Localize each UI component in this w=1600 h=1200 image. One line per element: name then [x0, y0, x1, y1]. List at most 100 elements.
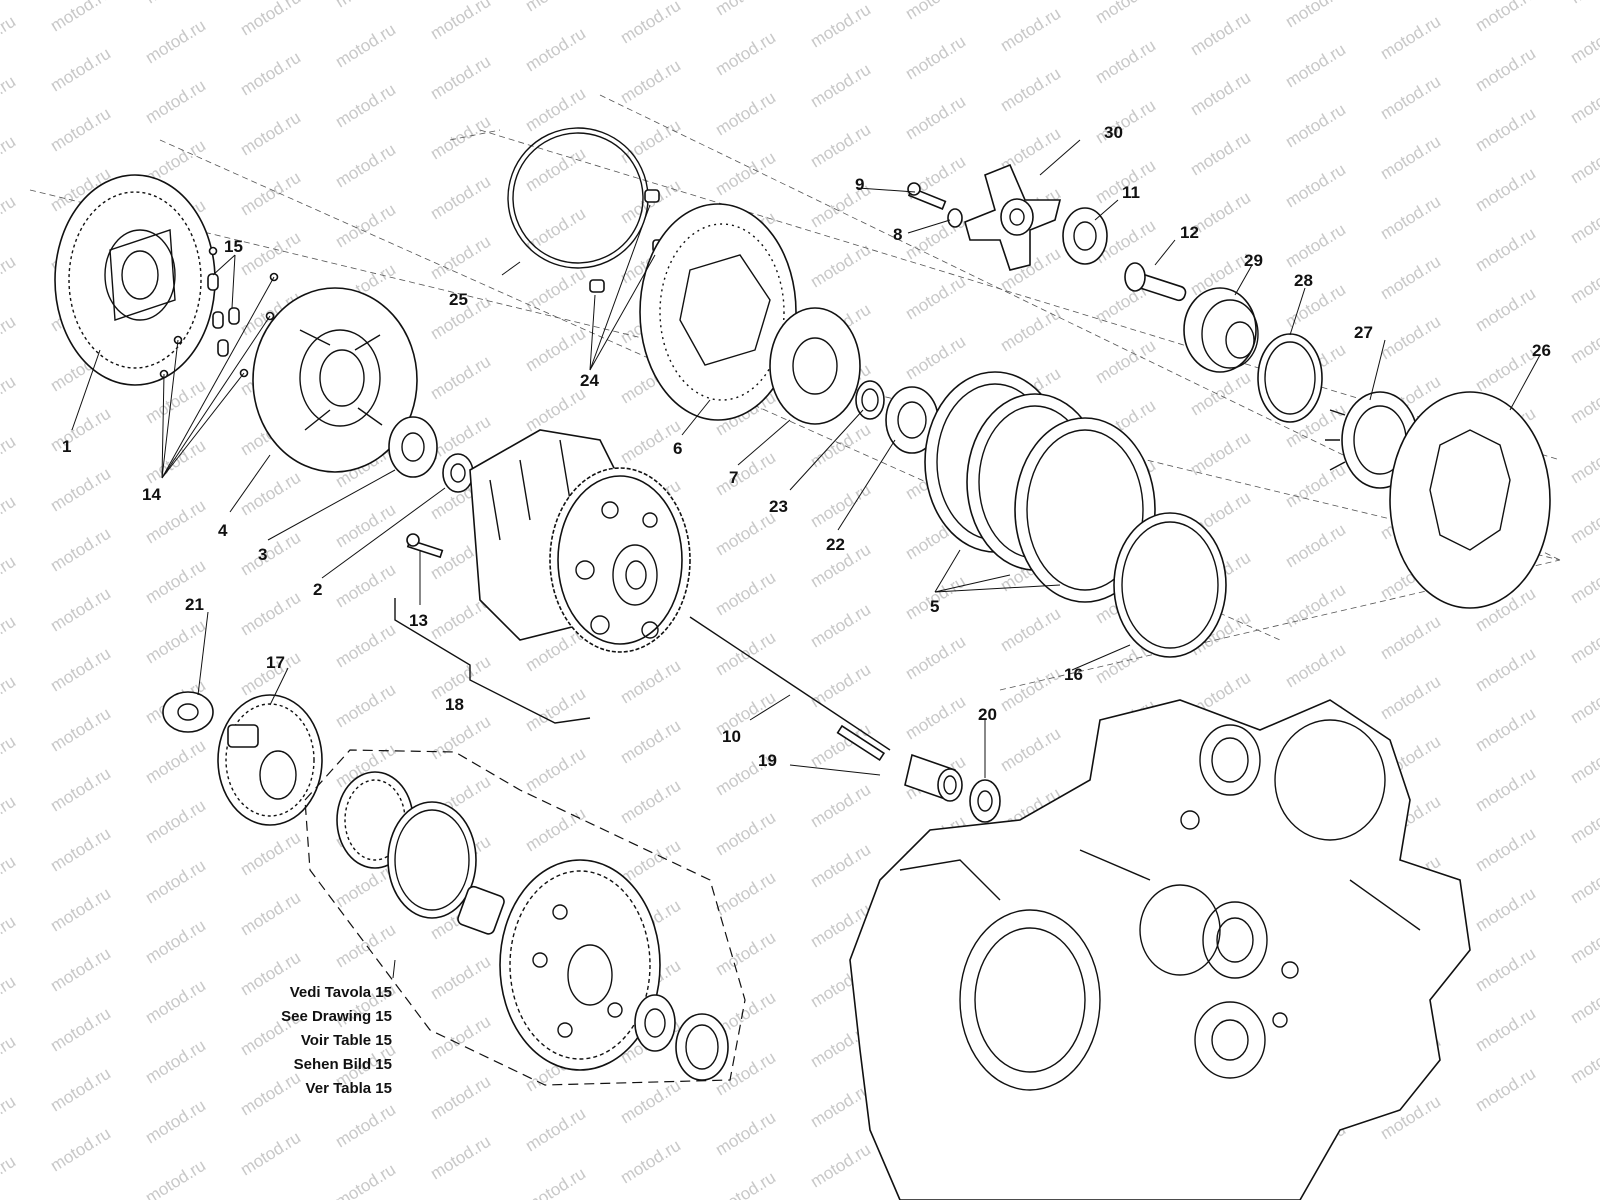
- callout-23: 23: [769, 497, 788, 516]
- part-23-ring: [855, 380, 885, 420]
- watermark-text: motod.ru: [1472, 224, 1539, 276]
- watermark-text: motod.ru: [1567, 136, 1600, 188]
- watermark-text: motod.ru: [0, 912, 19, 964]
- part-1-crown-gear: [54, 174, 216, 386]
- bracket-18: [394, 598, 591, 724]
- watermark-text: motod.ru: [427, 1132, 494, 1184]
- watermark-text: motod.ru: [1282, 580, 1349, 632]
- callout-24: 24: [580, 371, 599, 390]
- watermark-text: motod.ru: [47, 1004, 114, 1056]
- watermark-text: motod.ru: [427, 0, 494, 43]
- watermark-text: motod.ru: [237, 1068, 304, 1120]
- watermark-text: motod.ru: [1567, 256, 1600, 308]
- watermark-text: motod.ru: [1187, 68, 1254, 120]
- watermark-text: motod.ru: [522, 804, 589, 856]
- part-18-clutch-basket: [469, 429, 691, 653]
- watermark-text: motod.ru: [902, 332, 969, 384]
- part-8-washer: [947, 208, 963, 228]
- watermark-text: motod.ru: [712, 928, 779, 980]
- watermark-text: motod.ru: [997, 64, 1064, 116]
- watermark-text: motod.ru: [522, 684, 589, 736]
- watermark-text: motod.ru: [0, 72, 19, 124]
- part-29-bearing-seat: [1183, 287, 1259, 373]
- watermark-text: motod.ru: [997, 724, 1064, 776]
- watermark-text: motod.ru: [47, 104, 114, 156]
- watermark-text: motod.ru: [807, 600, 874, 652]
- callout-27: 27: [1354, 323, 1373, 342]
- watermark-text: motod.ru: [142, 1096, 209, 1148]
- watermark-text: motod.ru: [1377, 612, 1444, 664]
- watermark-text: motod.ru: [47, 1124, 114, 1176]
- watermark-text: motod.ru: [1567, 76, 1600, 128]
- watermark-text: motod.ru: [237, 168, 304, 220]
- watermark-text: motod.ru: [617, 1136, 684, 1188]
- watermark-text: motod.ru: [712, 28, 779, 80]
- watermark-text: motod.ru: [47, 0, 114, 35]
- watermark-text: motod.ru: [1567, 616, 1600, 668]
- watermark-text: motod.ru: [712, 1108, 779, 1160]
- watermark-text: motod.ru: [712, 148, 779, 200]
- watermark-text: motod.ru: [142, 76, 209, 128]
- callout-3: 3: [258, 545, 267, 564]
- watermark-text: motod.ru: [332, 200, 399, 252]
- part-2-splined-washer: [442, 453, 474, 493]
- part-7-diaphragm-spring: [769, 307, 861, 425]
- watermark-text: motod.ru: [427, 1072, 494, 1124]
- watermark-text: motod.ru: [617, 716, 684, 768]
- watermark-text: motod.ru: [1472, 644, 1539, 696]
- watermark-text: motod.ru: [712, 0, 779, 19]
- watermark-text: motod.ru: [0, 672, 19, 724]
- watermark-text: motod.ru: [1187, 368, 1254, 420]
- watermark-text: motod.ru: [712, 808, 779, 860]
- watermark-text: motod.ru: [0, 0, 19, 3]
- watermark-text: motod.ru: [807, 60, 874, 112]
- watermark-text: motod.ru: [1282, 520, 1349, 572]
- watermark-text: motod.ru: [522, 324, 589, 376]
- watermark-text: motod.ru: [1567, 1036, 1600, 1088]
- watermark-text: motod.ru: [47, 584, 114, 636]
- watermark-text: motod.ru: [807, 420, 874, 472]
- watermark-text: motod.ru: [1282, 100, 1349, 152]
- watermark-text: motod.ru: [427, 232, 494, 284]
- crankcase-housing: [849, 699, 1471, 1200]
- watermark-text: motod.ru: [522, 0, 589, 15]
- callout-30: 30: [1104, 123, 1123, 142]
- watermark-text: motod.ru: [237, 888, 304, 940]
- reference-note-line: Voir Table 15: [301, 1032, 392, 1049]
- watermark-text: motod.ru: [997, 604, 1064, 656]
- watermark-text: motod.ru: [1092, 0, 1159, 27]
- watermark-text: motod.ru: [522, 1164, 589, 1200]
- watermark-text: motod.ru: [0, 432, 19, 484]
- callout-6: 6: [673, 439, 682, 458]
- watermark-text: motod.ru: [142, 796, 209, 848]
- watermark-text: motod.ru: [902, 272, 969, 324]
- watermark-text: motod.ru: [1472, 1064, 1539, 1116]
- callout-25: 25: [449, 290, 468, 309]
- watermark-text: motod.ru: [617, 116, 684, 168]
- watermark-text: motod.ru: [1567, 676, 1600, 728]
- watermark-text: motod.ru: [1472, 764, 1539, 816]
- callout-4: 4: [218, 521, 228, 540]
- watermark-text: motod.ru: [1472, 164, 1539, 216]
- watermark-text: motod.ru: [0, 792, 19, 844]
- watermark-text: motod.ru: [522, 384, 589, 436]
- watermark-text: motod.ru: [1472, 944, 1539, 996]
- watermark-text: motod.ru: [617, 0, 684, 47]
- watermark-text: motod.ru: [332, 0, 399, 11]
- watermark-text: motod.ru: [332, 620, 399, 672]
- callout-15: 15: [224, 237, 243, 256]
- callout-16: 16: [1064, 665, 1083, 684]
- watermark-text: motod.ru: [332, 1100, 399, 1152]
- watermark-text: motod.ru: [522, 1104, 589, 1156]
- watermark-text: motod.ru: [47, 1064, 114, 1116]
- part-28-ring: [1257, 333, 1323, 423]
- watermark-text: motod.ru: [522, 204, 589, 256]
- watermark-text: motod.ru: [1567, 916, 1600, 968]
- watermark-text: motod.ru: [1092, 336, 1159, 388]
- watermark-text: motod.ru: [1472, 0, 1539, 35]
- watermark-text: motod.ru: [237, 48, 304, 100]
- part-19-bushing: [904, 753, 963, 802]
- watermark-text: motod.ru: [237, 468, 304, 520]
- part-3-washer: [388, 416, 438, 478]
- part-30-spider-bracket: [964, 163, 1062, 271]
